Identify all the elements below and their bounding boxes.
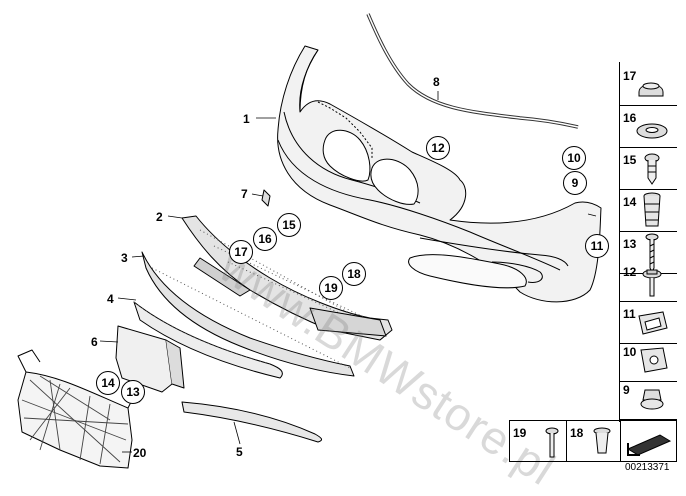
legend-item-17: 17 — [619, 64, 677, 106]
grommet-icon — [643, 192, 661, 227]
collar-nut-icon — [640, 389, 664, 410]
callout-16: 16 — [253, 227, 277, 251]
part-20-carrier — [17, 349, 141, 469]
callout-10: 10 — [562, 146, 586, 170]
legend-num-12: 12 — [623, 265, 637, 279]
part-8-upper-strip — [366, 13, 579, 129]
callout-15: 15 — [277, 213, 301, 237]
callout-2: 2 — [156, 210, 163, 224]
callout-18: 18 — [342, 262, 366, 286]
direction-arrow-icon — [626, 434, 672, 456]
hardware-legend — [619, 62, 678, 422]
expanding-rivet-icon — [644, 153, 660, 185]
part-3-lower-grille — [141, 251, 355, 377]
washer-icon — [636, 123, 668, 139]
callout-3: 3 — [121, 251, 128, 265]
legend-bottom: 19 18 — [509, 420, 677, 462]
part-7-small-bracket — [261, 189, 271, 207]
part-5-lower-trim — [181, 401, 323, 443]
sleeve-icon — [593, 427, 611, 454]
part-1-bumper-cover — [277, 45, 602, 303]
legend-num-16: 16 — [623, 111, 637, 125]
legend-num-9: 9 — [623, 383, 630, 397]
legend-item-10: 10 — [619, 340, 677, 382]
legend-num-19: 19 — [513, 426, 527, 440]
callout-12: 12 — [426, 136, 450, 160]
diagram-code: 00213371 — [625, 462, 670, 473]
legend-num-11: 11 — [623, 307, 636, 321]
callout-19: 19 — [319, 276, 343, 300]
clip-nut-icon — [638, 311, 668, 335]
legend-item-11: 11 — [619, 302, 677, 344]
hex-screw-icon — [642, 269, 662, 297]
bumper-exploded-view — [17, 13, 602, 469]
cap-icon — [638, 82, 664, 97]
legend-item-15: 15 — [619, 148, 677, 190]
legend-num-13: 13 — [623, 237, 637, 251]
callout-13: 13 — [121, 380, 145, 404]
callout-4: 4 — [107, 292, 114, 306]
legend-num-14: 14 — [623, 195, 637, 209]
parts-diagram: www.BMWstore.pl 1 2 3 4 5 6 7 8 20 12 10… — [17, 13, 678, 495]
legend-item-14: 14 — [619, 190, 677, 232]
callout-8: 8 — [433, 75, 440, 89]
bottom-icons — [545, 427, 672, 458]
callout-20: 20 — [133, 446, 147, 460]
bolt-icon — [545, 427, 559, 458]
callout-14: 14 — [96, 371, 120, 395]
callout-9: 9 — [563, 171, 587, 195]
speed-nut-icon — [640, 347, 668, 373]
legend-num-15: 15 — [623, 153, 637, 167]
callout-1: 1 — [243, 112, 250, 126]
legend-num-18: 18 — [570, 426, 584, 440]
callout-7: 7 — [241, 187, 248, 201]
legend-num-17: 17 — [623, 69, 637, 83]
callout-6: 6 — [91, 335, 98, 349]
legend-num-10: 10 — [623, 345, 637, 359]
legend-item-16: 16 — [619, 106, 677, 148]
part-4-trim-strip — [133, 301, 283, 379]
legend-item-12: 12 — [619, 260, 677, 302]
callout-5: 5 — [236, 445, 243, 459]
callout-11: 11 — [585, 234, 609, 258]
legend-item-9: 9 — [619, 378, 677, 420]
callout-17: 17 — [229, 240, 253, 264]
